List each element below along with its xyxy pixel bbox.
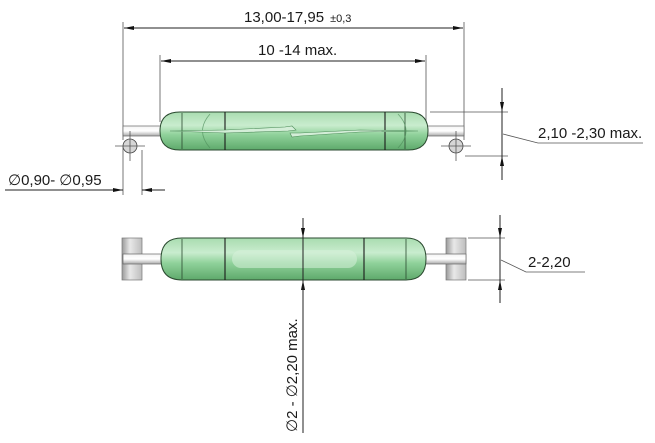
reed-blade-left [169, 125, 297, 134]
reed-blade-right [289, 129, 419, 138]
glass-height-label: 2,10 -2,30 max. [538, 125, 642, 142]
lead-diameter-label: ∅0,90-∅0,95 [8, 172, 102, 189]
lead-bottom-right [423, 253, 467, 265]
lead-bottom-left [122, 253, 164, 265]
bottom-view: ∅2 - ∅2,20 max. 2-2,20 [121, 215, 585, 433]
glass-diameter-label: ∅2 - ∅2,20 max. [284, 318, 301, 432]
height-leader [502, 133, 643, 144]
top-view: 13,00-17,95±0,3 10 -14 max. ∅0,90-∅0,95 [5, 9, 643, 195]
lead-right [423, 125, 465, 137]
terminal-height-label: 2-2,20 [528, 254, 571, 271]
glass-body-edges-bottom [224, 238, 365, 280]
reed-highlight [232, 250, 357, 268]
lead-left [122, 125, 164, 137]
term-leader [500, 259, 585, 273]
glass-shoulder-lines-bottom [181, 239, 407, 279]
glass-envelope-top [159, 111, 429, 151]
glass-length-label: 10 -14 max. [258, 42, 337, 59]
overall-length-label: 13,00-17,95±0,3 [244, 9, 351, 26]
